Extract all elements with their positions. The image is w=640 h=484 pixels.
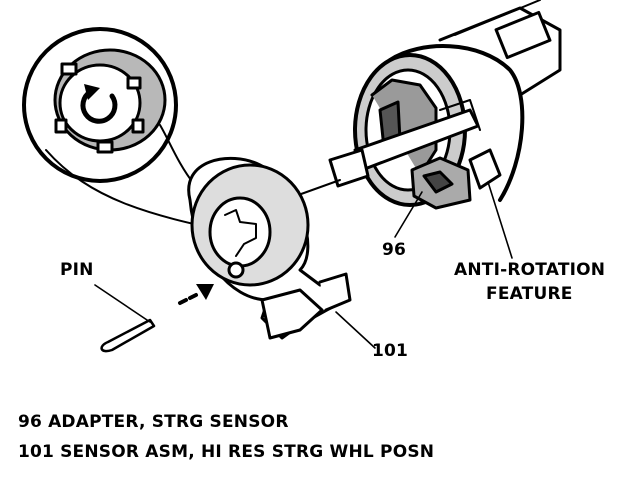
rotation-arrow-icon: [80, 84, 118, 124]
legend-number: 96: [18, 412, 43, 432]
feature-label: FEATURE: [486, 284, 573, 304]
legend-description: ADAPTER, STRG SENSOR: [48, 412, 289, 432]
steering-column: [328, 0, 562, 210]
anti-rotation-label: ANTI-ROTATION: [454, 260, 606, 280]
legend-number: 101: [18, 442, 55, 462]
legend-description: SENSOR ASM, HI RES STRG WHL POSN: [60, 442, 435, 462]
sensor-assembly-101: [187, 157, 352, 340]
ref-96-label: 96: [382, 240, 407, 260]
pin: [100, 318, 156, 353]
insert-direction-arrow-icon: [178, 284, 214, 305]
leader-lines: [94, 181, 513, 349]
ref-101-label: 101: [372, 341, 409, 361]
pin-label: PIN: [60, 260, 94, 280]
